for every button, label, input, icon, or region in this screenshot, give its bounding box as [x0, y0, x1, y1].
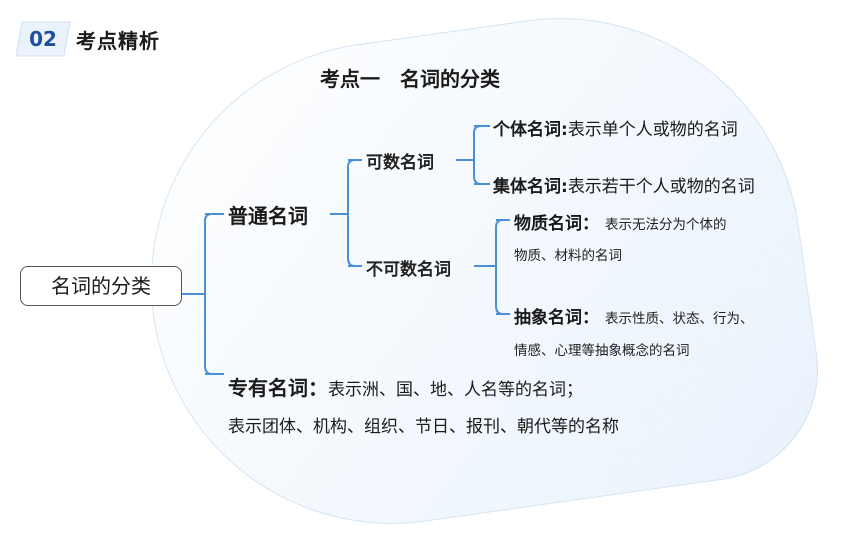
collective-noun-desc: 表示若干个人或物的名词 [567, 177, 755, 197]
node-proper-noun: 专有名词：表示洲、国、地、人名等的名词； [228, 372, 583, 401]
individual-noun-term: 个体名词: [493, 120, 568, 140]
collective-noun-term: 集体名词: [493, 177, 568, 197]
section-badge: 02 [14, 20, 72, 58]
connector-root-bracket [204, 213, 213, 375]
abstract-noun-desc-line2: 情感、心理等抽象概念的名词 [514, 343, 690, 359]
section-title: 考点精析 [76, 29, 160, 53]
connector-common-bracket [347, 159, 356, 267]
abstract-noun-desc-line1: 表示性质、状态、行为、 [605, 311, 754, 327]
individual-noun-desc: 表示单个人或物的名词 [567, 120, 738, 140]
proper-noun-desc-line1: 表示洲、国、地、人名等的名词； [328, 380, 583, 400]
badge-shape [15, 21, 71, 57]
connector-countable-bracket [473, 125, 482, 185]
node-uncountable-noun: 不可数名词 [366, 260, 451, 280]
proper-noun-term: 专有名词： [228, 376, 328, 400]
connector-uncountable-bracket [495, 219, 504, 315]
abstract-noun-term: 抽象名词： [514, 308, 599, 328]
material-noun-desc-line2: 物质、材料的名词 [514, 248, 622, 264]
root-node: 名词的分类 [20, 266, 182, 306]
node-individual-noun: 个体名词:表示单个人或物的名词 [493, 115, 738, 140]
node-material-noun: 物质名词： 表示无法分为个体的 [514, 209, 727, 234]
tree-connectors [15, 21, 510, 375]
section-number: 02 [29, 27, 57, 51]
node-countable-noun: 可数名词 [366, 153, 434, 173]
proper-noun-desc-line2: 表示团体、机构、组织、节日、报刊、朝代等的名称 [228, 417, 619, 437]
node-collective-noun: 集体名词:表示若干个人或物的名词 [493, 172, 755, 197]
material-noun-term: 物质名词： [514, 214, 599, 234]
node-common-noun: 普通名词 [228, 204, 308, 228]
node-abstract-noun: 抽象名词： 表示性质、状态、行为、 [514, 303, 754, 328]
material-noun-desc-line1: 表示无法分为个体的 [605, 217, 727, 233]
page-title: 考点一 名词的分类 [320, 67, 500, 91]
